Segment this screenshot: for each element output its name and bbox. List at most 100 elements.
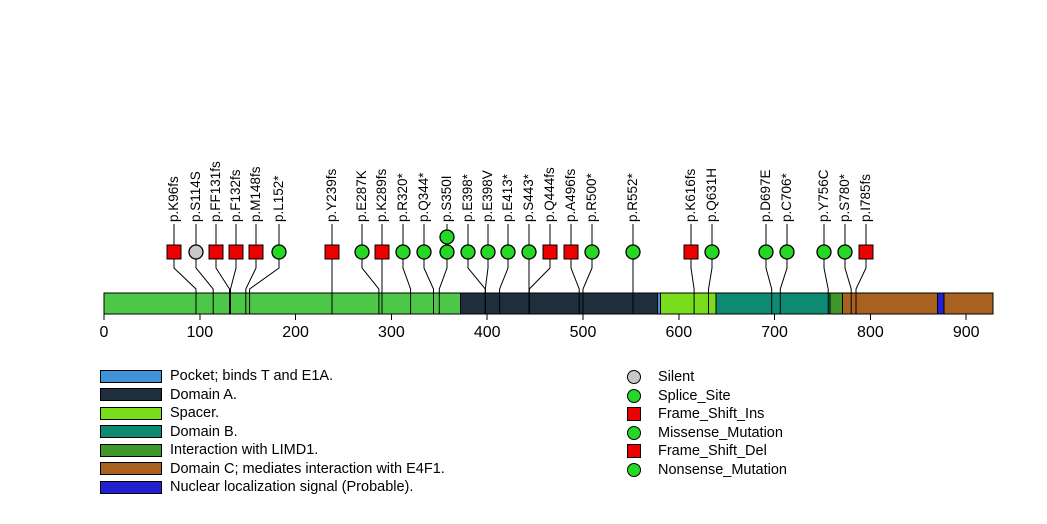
mutation-marker-circle: [758, 244, 774, 260]
mutation-label: p.F132fs: [228, 169, 243, 222]
domain-segment-domain-b: [715, 292, 831, 315]
mutation-marker-square: [228, 244, 244, 260]
mutation-marker-circle: [354, 244, 370, 260]
mutation-marker-circle: [521, 244, 537, 260]
domain-legend-label: Pocket; binds T and E1A.: [170, 368, 334, 385]
mutation-marker-circle: [439, 244, 455, 260]
mutation-label: p.E398*: [460, 173, 475, 222]
domain-color-swatch: [100, 406, 162, 420]
mutation-marker-circle: [704, 244, 720, 260]
mutation-label: p.I785fs: [858, 174, 873, 222]
domain-legend-label: Domain C; mediates interaction with E4F1…: [170, 460, 445, 477]
domain-legend-label: Domain A.: [170, 386, 237, 403]
mutation-marker-circle: [625, 244, 641, 260]
mutation-marker-circle: [584, 244, 600, 260]
mutation-type-label: Frame_Shift_Del: [658, 443, 767, 460]
axis-tick-label: 800: [857, 324, 884, 341]
mutation-marker-square: [374, 244, 390, 260]
mutation-type-label: Nonsense_Mutation: [658, 461, 787, 478]
domain-legend-item: Interaction with LIMD1.: [100, 441, 445, 460]
axis-tick-label: 900: [953, 324, 980, 341]
mutation-type-marker-circle: [627, 425, 641, 440]
domain-legend-item: Domain B.: [100, 423, 445, 442]
domain-segment-limd1-interaction: [829, 292, 844, 315]
mutation-label: p.S114S: [188, 171, 203, 222]
domain-color-swatch: [100, 388, 162, 402]
domain-legend-item: Spacer.: [100, 404, 445, 423]
domain-legend: Pocket; binds T and E1A.Domain A. Spacer.…: [100, 367, 445, 497]
mutation-type-legend-item: Missense_Mutation: [627, 424, 787, 443]
domain-color-swatch: [100, 480, 162, 494]
domain-segment-n-terminal: [103, 292, 461, 315]
mutation-label: p.Q631H: [704, 168, 719, 222]
mutation-type-legend-item: Splice_Site: [627, 387, 787, 406]
mutation-label: p.C706*: [779, 172, 794, 222]
domain-legend-item: Nuclear localization signal (Probable).: [100, 478, 445, 497]
domain-color-swatch: [100, 443, 162, 457]
axis-tick-label: 0: [100, 324, 109, 341]
axis-tick-label: 100: [186, 324, 213, 341]
mutation-marker-circle: [500, 244, 516, 260]
domain-segment-domain-c: [842, 292, 994, 315]
domain-legend-label: Interaction with LIMD1.: [170, 442, 319, 459]
mutation-marker-circle: [816, 244, 832, 260]
mutation-marker-circle: [460, 244, 476, 260]
mutation-label: p.R500*: [584, 172, 599, 222]
mutation-type-marker-circle: [627, 388, 641, 403]
domain-segment-nls: [936, 292, 945, 315]
mutation-label: p.E413*: [500, 173, 515, 222]
mutation-label: p.M148fs: [248, 166, 263, 222]
domain-color-swatch: [100, 369, 162, 383]
mutation-marker-circle: [271, 244, 287, 260]
mutation-marker-square: [563, 244, 579, 260]
mutation-type-label: Silent: [658, 369, 695, 386]
mutation-marker-circle: [188, 244, 204, 260]
domain-color-swatch: [100, 425, 162, 439]
axis-tick-label: 400: [474, 324, 501, 341]
domain-legend-label: Spacer.: [170, 405, 220, 422]
domain-legend-item: Pocket; binds T and E1A.: [100, 367, 445, 386]
mutation-marker-square: [248, 244, 264, 260]
domain-segment-domain-a: [459, 292, 659, 315]
mutation-type-marker-circle: [627, 462, 641, 477]
axis-tick-label: 600: [665, 324, 692, 341]
axis-tick-label: 300: [378, 324, 405, 341]
mutation-label: p.A496fs: [563, 168, 578, 222]
mutation-type-marker-square: [627, 407, 641, 422]
domain-legend-item: Domain C; mediates interaction with E4F1…: [100, 460, 445, 479]
axis-tick-label: 200: [282, 324, 309, 341]
mutation-marker-square: [208, 244, 224, 260]
mutation-label: p.E398V: [480, 170, 495, 222]
mutation-label: p.K96fs: [166, 176, 181, 222]
mutation-type-label: Missense_Mutation: [658, 424, 783, 441]
mutation-type-marker-square: [627, 444, 641, 459]
mutation-label: p.Q444fs: [542, 167, 557, 222]
mutation-label: p.E287K: [354, 170, 369, 222]
mutation-marker-circle: [837, 244, 853, 260]
domain-legend-label: Nuclear localization signal (Probable).: [170, 479, 414, 496]
axis-tick-label: 700: [761, 324, 788, 341]
mutation-label: p.S443*: [521, 173, 536, 222]
mutation-marker-square: [324, 244, 340, 260]
mutation-label: p.R320*: [395, 172, 410, 222]
mutation-type-legend-item: Frame_Shift_Ins: [627, 405, 787, 424]
domain-segment-spacer: [660, 292, 717, 315]
mutation-marker-square: [683, 244, 699, 260]
mutation-label: p.L152*: [271, 175, 286, 222]
mutation-type-label: Frame_Shift_Ins: [658, 406, 765, 423]
axis-tick-label: 500: [570, 324, 597, 341]
mutation-marker-circle: [416, 244, 432, 260]
mutation-marker-circle: [395, 244, 411, 260]
mutation-type-legend-item: Silent: [627, 368, 787, 387]
domain-color-swatch: [100, 462, 162, 476]
mutation-label: p.D697E: [758, 169, 773, 222]
domain-legend-label: Domain B.: [170, 423, 238, 440]
mutation-type-legend-item: Nonsense_Mutation: [627, 461, 787, 480]
mutation-label: p.S350I: [439, 175, 454, 222]
mutation-label: p.S780*: [837, 173, 852, 222]
mutation-marker-circle: [779, 244, 795, 260]
mutation-type-label: Splice_Site: [658, 387, 731, 404]
